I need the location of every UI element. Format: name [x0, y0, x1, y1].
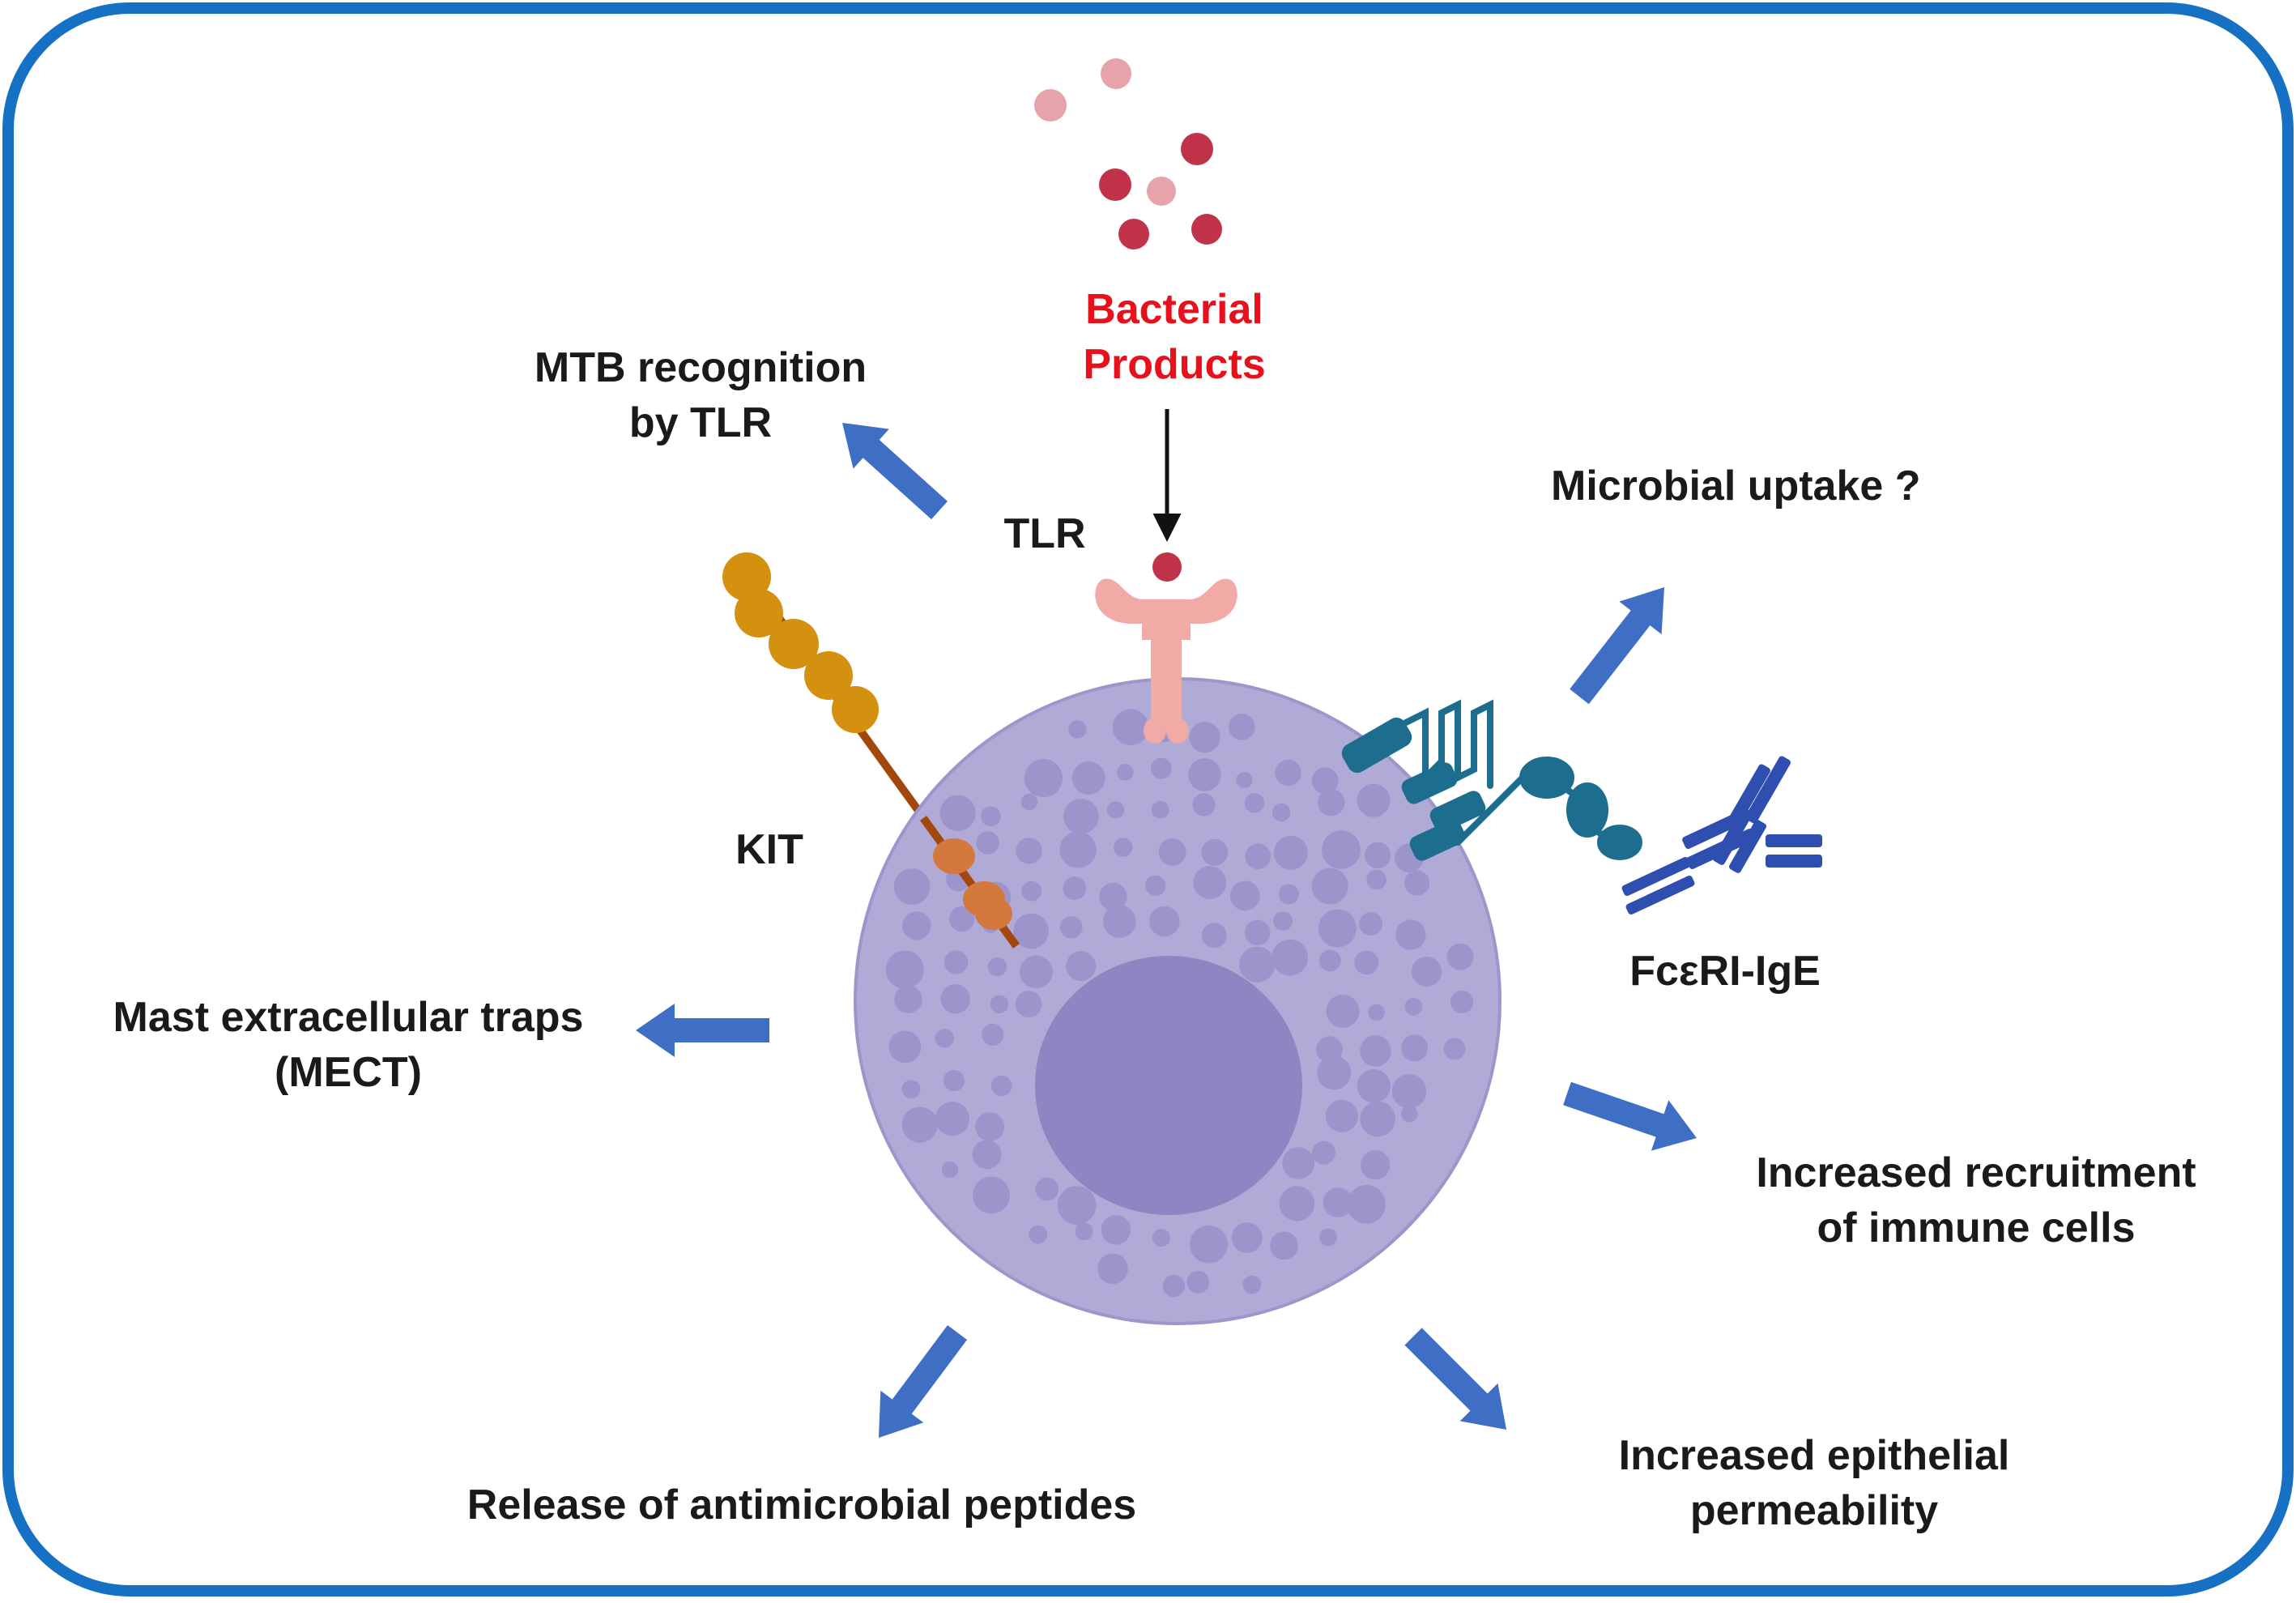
- recruitment-arrow: [1563, 1081, 1697, 1151]
- peptides-arrow: [879, 1325, 967, 1438]
- tlr-receptor-icon: [1095, 552, 1237, 744]
- peptides-label: Release of antimicrobial peptides: [466, 1481, 1137, 1528]
- tlr-label: TLR: [1003, 510, 1086, 557]
- permeability-arrow: [1404, 1328, 1506, 1430]
- bacterial-products-label: Bacterial Products: [1083, 286, 1266, 388]
- recruitment-label: Increased recruitment of immune cells: [1756, 1149, 2196, 1251]
- fceri-receptor-icon: [1341, 699, 1642, 861]
- ige-antibody-icon: [1621, 756, 1822, 915]
- mect-label: Mast extracellular traps (MECT): [113, 994, 584, 1096]
- mtb-recognition-arrow: [842, 423, 948, 520]
- mtb-recognition-label: MTB recognition by TLR: [534, 344, 867, 446]
- permeability-label: Increased epithelial permeability: [1618, 1432, 2010, 1534]
- kit-label: KIT: [735, 826, 803, 873]
- microbial-uptake-arrow: [1570, 587, 1664, 705]
- kit-receptor-inner: [919, 816, 1020, 949]
- cell-nucleus: [1035, 956, 1302, 1215]
- fceri-ige-label: FcεRI-IgE: [1629, 948, 1821, 995]
- microbial-uptake-label: Microbial uptake ?: [1551, 463, 1921, 509]
- mast-cell-icon: [854, 677, 1502, 1325]
- mect-arrow: [636, 1004, 769, 1057]
- bacteria-particles-icon: [1034, 58, 1222, 249]
- cell-granules: [885, 709, 1474, 1298]
